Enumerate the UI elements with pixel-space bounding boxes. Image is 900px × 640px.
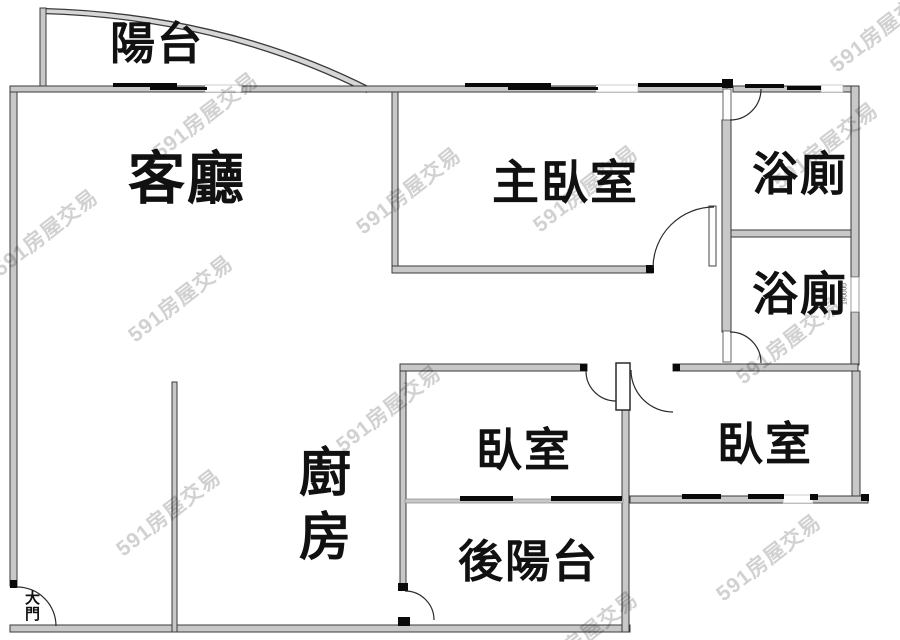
rear-balcony-window-segment-2: [551, 496, 622, 501]
master-door-jamb: [646, 265, 654, 273]
balcony-wall-opening: [204, 84, 243, 93]
master-bedroom-bottom-wall: [391, 265, 654, 274]
kitchen-right-wall: [399, 370, 407, 586]
door-arcs: [16, 88, 762, 627]
master-bedroom-left-wall: [391, 91, 399, 274]
balcony-curve-outer-edge: [42, 7, 372, 89]
bathroom-2-door-leaf: [722, 330, 732, 363]
balcony-curved-wall: [39, 7, 372, 94]
wall-end-caps: [10, 79, 869, 626]
bathroom-2-door-arc: [729, 331, 762, 364]
balcony-curve-fill: [42, 8, 371, 93]
rear-balcony-door-arc: [404, 590, 435, 621]
master-window-segment-3: [638, 83, 723, 87]
bathroom-left-wall: [721, 119, 732, 333]
windows-and-openings: [113, 83, 860, 504]
balcony-window-segment-2: [150, 87, 207, 90]
balcony-left-wall: [39, 7, 47, 89]
bathroom-top-wall-opening: [820, 84, 844, 93]
bedroom-right-wall-tip: [673, 364, 680, 371]
room-label-bathroom-1: 浴廁: [752, 148, 848, 200]
master-window-segment-2: [508, 87, 598, 90]
room-label-rear-balcony: 後陽台: [458, 536, 600, 587]
right-wall-window: [850, 276, 860, 313]
bottom-wall-cap-2: [861, 494, 869, 501]
bottom-wall-left: [9, 624, 631, 633]
bedroom-right-door-arc: [630, 369, 674, 413]
room-label-balcony: 陽台: [110, 18, 205, 69]
left-exterior-wall: [9, 85, 18, 587]
room-label-master-bedroom: 主臥室: [492, 156, 639, 209]
interior-walls: [171, 91, 859, 633]
door-leaves: [708, 88, 732, 363]
bedroom-window-segment-1: [682, 494, 721, 499]
right-exterior-wall-lower: [851, 370, 861, 499]
bedroom-left-door-arc: [585, 370, 617, 402]
bathroom-window-segment-1: [745, 84, 784, 88]
balcony-window-segment-1: [113, 83, 177, 87]
main-door-arc: [16, 586, 57, 627]
bedrooms-divider-wall: [621, 407, 630, 633]
room-label-bedroom-left: 臥室: [476, 424, 572, 476]
master-top-wall-opening: [595, 84, 639, 93]
bedroom-right-top-wall: [672, 363, 859, 372]
bottom-wall-cap-1: [810, 494, 818, 500]
main-door-jamb: [10, 580, 17, 588]
bathroom-divider-wall: [730, 229, 852, 238]
master-door-arc: [652, 206, 715, 269]
bedroom-bottom-wall-opening: [782, 494, 814, 504]
kitchen-partition-wall: [171, 381, 178, 633]
room-label-kitchen: 廚房: [299, 445, 352, 567]
bedroom-window-segment-2: [748, 494, 784, 499]
room-label-bathroom-2: 浴廁: [752, 268, 848, 320]
room-label-bedroom-right: 臥室: [717, 418, 813, 470]
bathroom-1-door-leaf: [722, 88, 732, 121]
room-label-main-door: 大門: [25, 590, 41, 623]
right-exterior-wall-upper: [850, 85, 860, 278]
rear-balcony-window-segment-1: [460, 496, 513, 501]
balcony-curve-inner-edge: [42, 12, 368, 94]
bathroom-window-segment-2: [787, 86, 821, 90]
right-exterior-wall-mid: [850, 311, 860, 366]
bedroom-left-top-wall: [399, 363, 588, 372]
bedroom-left-wall-tip: [580, 364, 587, 371]
bathroom-door-jamb: [722, 79, 733, 88]
master-window-segment-1: [465, 83, 551, 87]
room-label-living-room: 客廳: [128, 147, 246, 211]
master-door-leaf: [708, 205, 717, 267]
kitchen-door-jamb-bottom: [398, 617, 410, 626]
kitchen-door-jamb-top: [398, 583, 408, 591]
bedroom-doors-stub-wall: [615, 362, 631, 411]
rear-balcony-sill-wall: [404, 498, 624, 504]
bathroom-1-door-arc: [729, 88, 762, 121]
window-dimension-label: 190000: [841, 283, 849, 305]
